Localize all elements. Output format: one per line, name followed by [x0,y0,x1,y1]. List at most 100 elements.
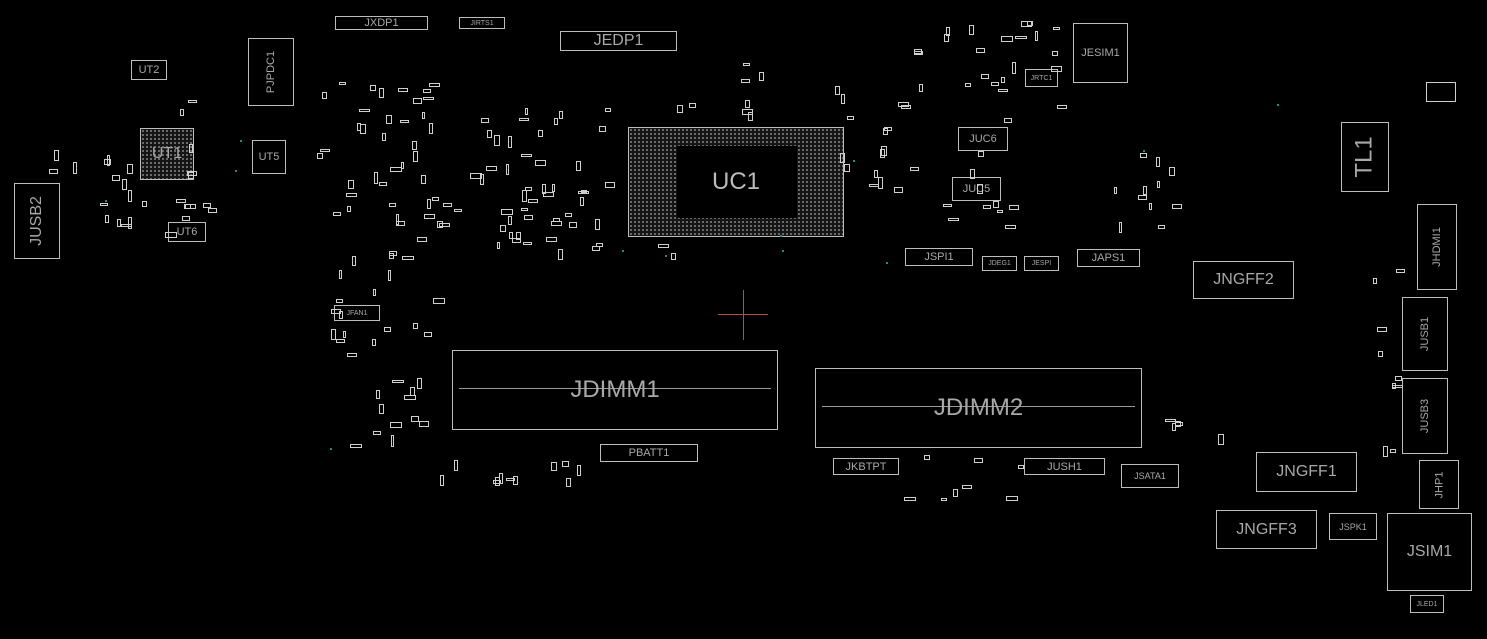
passive-component [835,86,840,95]
component-jedp1[interactable]: JEDP1 [560,31,677,51]
passive-component [976,183,983,194]
component-jngff2[interactable]: JNGFF2 [1193,261,1294,299]
component-uc1[interactable]: UC1 [628,127,844,237]
passive-component [869,184,880,188]
passive-component [500,225,506,232]
passive-component [523,241,533,246]
passive-component [551,183,556,192]
component-jhp1[interactable]: JHP1 [1419,460,1459,509]
passive-component [443,202,452,208]
component-jdeg1[interactable]: JDEG1 [982,256,1017,271]
passive-component [421,112,426,119]
passive-component [106,155,110,167]
passive-component [390,422,402,428]
component-jesim1[interactable]: JESIM1 [1073,23,1128,83]
passive-component [569,221,577,228]
passive-component [877,177,883,189]
component-pjpdc1[interactable]: PJPDC1 [248,38,294,106]
component-jusb1[interactable]: JUSB1 [1402,297,1448,371]
passive-component [575,161,582,171]
passive-component [386,114,392,124]
component-jdimm2[interactable]: JDIMM2 [815,368,1142,448]
passive-component [453,460,459,471]
passive-component [187,100,197,104]
component-jxdp1[interactable]: JXDP1 [335,16,428,30]
component-japs1[interactable]: JAPS1 [1077,249,1140,267]
passive-component [400,119,409,123]
passive-component [333,212,341,217]
passive-component [392,379,404,384]
passive-component [142,200,147,207]
passive-component [100,202,109,207]
component-jled1[interactable]: JLED1 [1410,595,1444,613]
passive-component [605,182,615,188]
passive-component [439,475,445,486]
component-unlabeled[interactable] [1426,82,1456,102]
passive-component [372,339,377,347]
component-jush1[interactable]: JUSH1 [1024,458,1105,475]
component-jespi[interactable]: JESPI [1024,256,1059,271]
passive-component [330,309,342,314]
component-jngff3[interactable]: JNGFF3 [1216,510,1317,549]
passive-component [111,175,121,181]
passive-component [320,148,330,152]
component-jhdmi1[interactable]: JHDMI1 [1417,204,1457,290]
passive-component [1172,423,1176,431]
component-ut2[interactable]: UT2 [131,60,167,80]
component-tl1[interactable]: TL1 [1341,122,1389,192]
passive-component [390,166,402,173]
passive-component [741,108,753,115]
passive-component [991,82,999,86]
passive-component [346,353,357,357]
via [780,235,782,237]
passive-component [165,232,178,238]
passive-component [420,175,426,185]
passive-component [1164,418,1177,422]
passive-component [528,199,538,204]
component-jspi1[interactable]: JSPI1 [905,248,973,266]
passive-component [417,378,423,390]
passive-component [428,123,433,134]
passive-component [977,150,985,157]
passive-component [404,394,416,400]
component-jirts1[interactable]: JIRTS1 [459,17,505,29]
component-jspk1[interactable]: JSPK1 [1329,513,1377,540]
passive-component [873,170,879,179]
passive-component [1172,203,1183,210]
component-ut1[interactable]: UT1 [140,128,194,180]
passive-component [1138,195,1147,200]
passive-component [1389,449,1397,453]
passive-component [335,338,346,344]
component-jkbtpt[interactable]: JKBTPT [833,458,899,475]
passive-component [1004,117,1013,123]
via [105,200,107,202]
passive-component [389,252,394,259]
passive-component [429,83,441,87]
component-jsim1[interactable]: JSIM1 [1387,513,1472,591]
passive-component [501,209,513,215]
component-jsata1[interactable]: JSATA1 [1121,464,1179,488]
passive-component [1396,269,1405,274]
component-jdimm1[interactable]: JDIMM1 [452,350,778,430]
passive-component [453,208,463,213]
passive-component [426,199,432,209]
component-jusb2[interactable]: JUSB2 [14,183,60,259]
passive-component [389,202,397,207]
passive-component [983,204,991,210]
passive-component [677,105,683,113]
passive-component [976,47,986,54]
component-jusb3[interactable]: JUSB3 [1402,378,1448,454]
component-juc6[interactable]: JUC6 [958,127,1008,151]
passive-component [914,48,923,55]
uc1-center [677,146,797,218]
component-ut5[interactable]: UT5 [252,140,286,174]
component-pbatt1[interactable]: PBATT1 [600,444,698,462]
passive-component [372,289,376,297]
component-jngff1[interactable]: JNGFF1 [1256,452,1357,492]
passive-component [413,98,423,105]
passive-component [418,421,429,427]
passive-component [741,79,751,83]
passive-component [359,108,371,113]
passive-component [1114,186,1118,195]
